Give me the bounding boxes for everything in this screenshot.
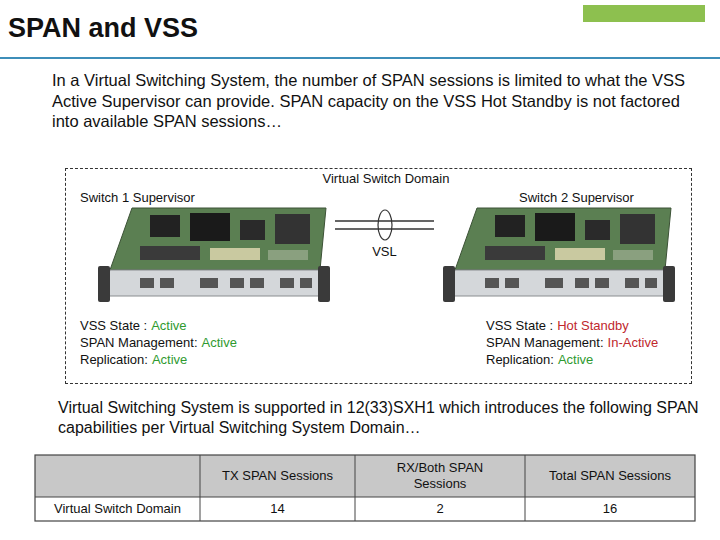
supervisor-card (110, 208, 326, 270)
table-cell: 16 (535, 501, 685, 517)
table-header: RX/Both SPAN Sessions (385, 460, 495, 491)
state-value: Active (152, 352, 187, 368)
table-grid (525, 455, 526, 521)
state-label: Replication: (80, 352, 148, 368)
state-value: Active (151, 318, 186, 334)
supervisor-card (443, 208, 675, 302)
table-grid (35, 497, 695, 498)
state-label: Replication: (486, 352, 554, 368)
table-grid (35, 455, 695, 497)
link-line (335, 220, 434, 221)
supervisor-card (300, 278, 312, 288)
table-grid (355, 455, 356, 521)
supervisor-card (275, 214, 310, 244)
table-grid (35, 455, 695, 521)
group-heading: Virtual Switch Domain (323, 171, 450, 187)
supervisor-card (200, 278, 218, 288)
supervisor-card (98, 266, 110, 302)
table-grid (200, 455, 201, 521)
slide-title: SPAN and VSS (8, 12, 198, 46)
state-label: VSS State : (486, 318, 553, 334)
group-heading: Switch 2 Supervisor (519, 190, 634, 206)
support-note: Virtual Switching System is supported in… (58, 398, 708, 438)
supervisor-card (230, 278, 244, 288)
table-cell: 14 (208, 501, 348, 517)
table-cell: 2 (365, 501, 515, 517)
supervisor-group: Switch 2 SupervisorVSS State :Hot Standb… (434, 190, 684, 372)
link-line (335, 228, 434, 229)
state-value: Hot Standby (557, 318, 629, 334)
state-label: SPAN Management: (486, 335, 604, 351)
supervisor-card (240, 220, 265, 240)
state-value: In-Active (608, 335, 659, 351)
vsl-bundle-oval (378, 210, 392, 240)
supervisor-card (160, 278, 174, 288)
group-heading: Switch 1 Supervisor (80, 190, 195, 206)
accent-bar (583, 5, 705, 22)
table-header: TX SPAN Sessions (208, 468, 348, 484)
state-label: VSS State : (80, 318, 147, 334)
state-label: SPAN Management: (80, 335, 198, 351)
table-grid (35, 455, 695, 521)
table-header: Total SPAN Sessions (535, 468, 685, 484)
supervisor-card (250, 278, 264, 288)
state-value: Active (202, 335, 237, 351)
table-grid (35, 497, 695, 521)
title-rule (0, 57, 720, 59)
supervisor-card (190, 213, 230, 241)
table-cell: Virtual Switch Domain (40, 501, 195, 517)
supervisor-card (150, 215, 180, 237)
vsl-link (335, 221, 434, 229)
intro-text: In a Virtual Switching System, the numbe… (52, 70, 702, 132)
supervisor-card (268, 250, 308, 260)
supervisor-card (280, 278, 294, 288)
link-label: VSL (370, 244, 399, 260)
supervisor-card (98, 208, 330, 302)
supervisor-card (102, 270, 326, 296)
supervisor-group: Switch 1 SupervisorVSS State :ActiveSPAN… (73, 190, 335, 372)
supervisor-card (140, 246, 200, 260)
domain-box: Virtual Switch DomainSwitch 1 Supervisor… (65, 168, 692, 384)
state-value: Active (558, 352, 593, 368)
supervisor-card (210, 248, 260, 260)
supervisor-card (318, 266, 330, 302)
supervisor-card (140, 278, 154, 288)
